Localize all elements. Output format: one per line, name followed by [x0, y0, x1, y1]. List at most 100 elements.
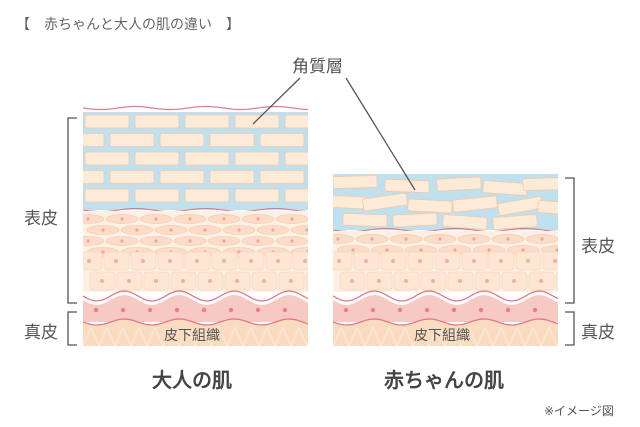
cell-nucleus: [127, 279, 131, 283]
subcutaneous-layer: [83, 319, 308, 346]
basal-layer: [83, 295, 308, 322]
corneocyte: [184, 188, 230, 203]
basal-cell-nucleus: [505, 307, 511, 313]
cell-nucleus: [154, 279, 158, 283]
basal-cell-nucleus: [478, 307, 484, 313]
basal-cell-nucleus: [424, 307, 430, 313]
cell-nucleus: [553, 259, 557, 263]
corneocyte: [159, 170, 205, 184]
basal-cell-nucleus: [451, 307, 457, 313]
cell-nucleus: [249, 259, 253, 263]
baby-skin-caption: 赤ちゃんの肌: [384, 368, 504, 392]
adult-skin-cross-section: [83, 105, 354, 346]
cell-nucleus: [262, 279, 266, 283]
cell-nucleus: [222, 259, 226, 263]
basal-cell-nucleus: [201, 307, 207, 313]
corneocyte: [84, 151, 130, 166]
basal-cell-nucleus: [147, 307, 153, 313]
cell-nucleus: [101, 228, 105, 232]
corneocyte: [310, 134, 354, 147]
cell-nucleus: [391, 259, 395, 263]
subcutaneous-layer: [333, 319, 558, 346]
subcutaneous-label-right: 皮下組織: [414, 328, 470, 344]
cell-nucleus: [404, 237, 408, 241]
corneocyte: [184, 114, 230, 129]
cell-nucleus: [438, 237, 442, 241]
cell-nucleus: [181, 279, 185, 283]
cell-nucleus: [87, 259, 91, 263]
cell-nucleus: [169, 228, 173, 232]
corneocyte: [492, 214, 538, 230]
corneocyte: [284, 151, 308, 166]
cell-nucleus: [222, 239, 226, 243]
basal-cell-nucleus: [282, 307, 288, 313]
epidermis-bracket-left: [67, 117, 77, 304]
skin-surface-line: [83, 105, 308, 111]
spinous-cell: [83, 251, 103, 271]
corneocyte: [83, 133, 105, 147]
cell-nucleus: [276, 259, 280, 263]
dermis-line: [83, 318, 308, 326]
corneocyte: [259, 170, 305, 184]
cell-nucleus: [539, 279, 543, 283]
granular-cell: [83, 236, 105, 246]
granular-cell: [333, 234, 355, 244]
cell-nucleus: [305, 228, 308, 232]
basal-cell-nucleus: [532, 307, 538, 313]
cell-nucleus: [101, 250, 105, 254]
cell-nucleus: [203, 228, 207, 232]
cell-nucleus: [237, 228, 241, 232]
cell-nucleus: [100, 279, 104, 283]
cell-nucleus: [303, 259, 307, 263]
corneum-boundary-line: [83, 207, 308, 213]
cell-nucleus: [290, 239, 294, 243]
corneocyte: [109, 170, 155, 184]
spinous-cell: [333, 251, 353, 271]
cell-nucleus: [512, 279, 516, 283]
leader-line-baby: [345, 77, 416, 191]
subcutaneous-pattern: [333, 326, 558, 346]
leader-line-adult: [252, 77, 301, 125]
cell-nucleus: [316, 279, 320, 283]
epidermis-label-right: 表皮: [581, 237, 615, 257]
corneocyte: [537, 200, 558, 216]
spinous-cell: [555, 271, 558, 291]
cell-nucleus: [521, 248, 525, 252]
basement-membrane-line: [83, 290, 308, 302]
cell-nucleus: [385, 248, 389, 252]
granular-cell: [83, 214, 105, 224]
dermis-label-right: 真皮: [581, 323, 615, 343]
cell-nucleus: [256, 239, 260, 243]
image-note: ※イメージ図: [544, 404, 614, 418]
cell-nucleus: [555, 248, 558, 252]
cell-nucleus: [453, 248, 457, 252]
corneocyte: [259, 133, 305, 147]
cell-nucleus: [337, 259, 341, 263]
cell-nucleus: [222, 217, 226, 221]
corneocyte: [234, 114, 280, 129]
basal-cell-nucleus: [228, 307, 234, 313]
cell-nucleus: [271, 228, 275, 232]
cell-nucleus: [472, 259, 476, 263]
cell-nucleus: [208, 279, 212, 283]
stratum-corneum-label: 角質層: [292, 57, 343, 77]
cell-nucleus: [351, 248, 355, 252]
adult-skin-caption: 大人の肌: [152, 368, 232, 392]
corneocyte: [436, 176, 482, 192]
basement-membrane-line: [333, 290, 558, 302]
cell-nucleus: [168, 259, 172, 263]
spinous-cell: [542, 251, 558, 271]
basal-cell-nucleus: [255, 307, 261, 313]
cell-nucleus: [431, 279, 435, 283]
cell-nucleus: [114, 259, 118, 263]
cell-nucleus: [566, 279, 570, 283]
corneocyte: [284, 114, 308, 129]
diagram-title: 【 赤ちゃんと大人の肌の違い 】: [16, 17, 240, 33]
cell-nucleus: [458, 279, 462, 283]
corneocyte: [333, 174, 378, 190]
cell-nucleus: [526, 259, 530, 263]
epidermis-label-left: 表皮: [24, 209, 58, 229]
cell-nucleus: [336, 237, 340, 241]
cell-nucleus: [506, 237, 510, 241]
